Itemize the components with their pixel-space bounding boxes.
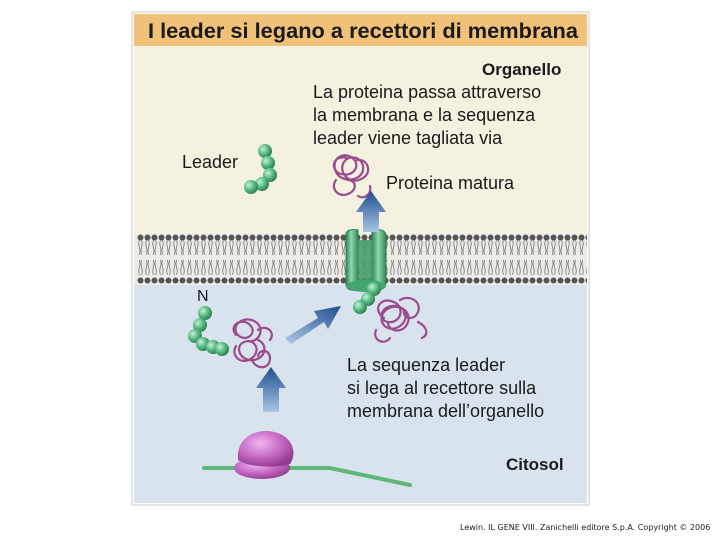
leader-label: Leader bbox=[182, 152, 238, 172]
binding-arrow bbox=[285, 306, 341, 344]
translocation-arrow bbox=[356, 191, 386, 232]
cytosol-caption-line-3: membrana dell’organello bbox=[347, 401, 544, 421]
bound-leader bbox=[353, 282, 381, 314]
cytosol-caption-line-2: si lega al recettore sulla bbox=[347, 378, 537, 398]
cytosol-caption-line-1: La sequenza leader bbox=[347, 355, 505, 375]
mature-protein-label: Proteina matura bbox=[386, 173, 515, 193]
diagram-title: I leader si legano a recettori di membra… bbox=[148, 20, 578, 43]
imported-protein-coil bbox=[374, 296, 428, 343]
mature-protein-coil bbox=[332, 154, 372, 199]
title-band bbox=[134, 14, 587, 46]
cytosol-heading: Citosol bbox=[506, 455, 564, 474]
organelle-heading: Organello bbox=[482, 60, 561, 79]
organelle-caption-line-1: La proteina passa attraverso bbox=[313, 82, 541, 102]
free-leader bbox=[188, 306, 229, 356]
n-terminus-label: N bbox=[197, 288, 209, 305]
organelle-caption-line-2: la membrana e la sequenza bbox=[313, 105, 536, 125]
cytosolic-protein-coil bbox=[232, 318, 273, 369]
organelle-region bbox=[134, 46, 587, 236]
copyright-credit: Lewin. IL GENE VIII. Zanichelli editore … bbox=[460, 523, 711, 532]
organelle-caption-line-3: leader viene tagliata via bbox=[313, 128, 503, 148]
release-arrow bbox=[256, 367, 286, 412]
cleaved-leader bbox=[244, 144, 277, 194]
ribosome bbox=[234, 431, 294, 479]
